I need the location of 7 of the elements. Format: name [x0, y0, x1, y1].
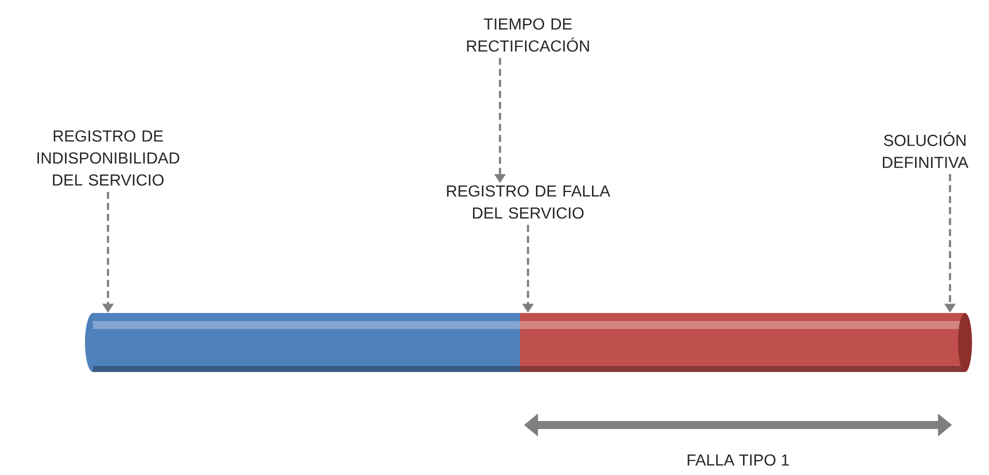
- node-text: TIEMPO DE RECTIFICACIÓN: [467, 18, 589, 52]
- bar-segment: [520, 313, 972, 372]
- span-label: FALLA TIPO 1: [688, 454, 789, 466]
- node-text: REGISTRO DE FALLA DEL SERVICIO: [447, 185, 610, 219]
- bar-segment: [85, 313, 520, 372]
- node-text: SOLUCIÓN DEFINITIVA: [882, 132, 968, 168]
- node-text: REGISTRO DE INDISPONIBILIDAD DEL SERVICIO: [37, 130, 180, 186]
